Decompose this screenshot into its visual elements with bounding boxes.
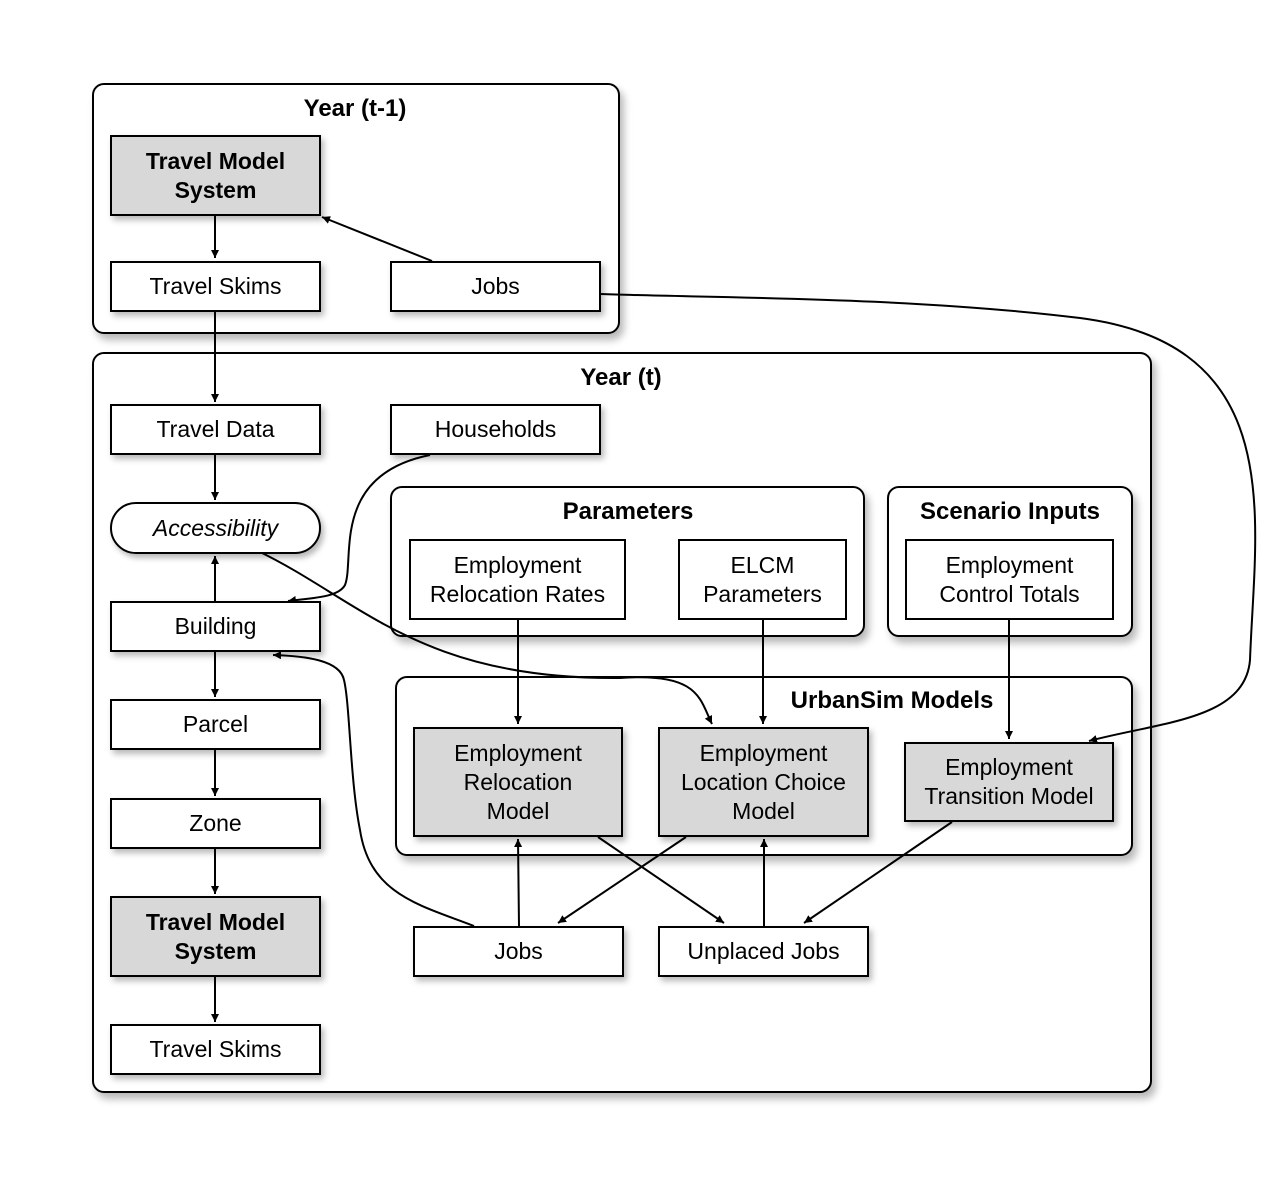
jobs-box: Jobs — [413, 926, 624, 977]
building-box: Building — [110, 601, 321, 652]
scenario-inputs-title: Scenario Inputs — [919, 498, 1101, 525]
households-box: Households — [390, 404, 601, 455]
elcm-parameters-box: ELCM Parameters — [678, 539, 847, 620]
year-t-minus-1-title: Year (t-1) — [303, 95, 407, 122]
employment-transition-model-box: Employment Transition Model — [904, 742, 1114, 822]
parcel-box: Parcel — [110, 699, 321, 750]
zone-box: Zone — [110, 798, 321, 849]
unplaced-jobs-box: Unplaced Jobs — [658, 926, 869, 977]
accessibility-node: Accessibility — [110, 502, 321, 554]
urbansim-models-title: UrbanSim Models — [790, 687, 994, 714]
travel-data-box: Travel Data — [110, 404, 321, 455]
travel-model-system-prev-box: Travel Model System — [110, 135, 321, 216]
employment-relocation-model-box: Employment Relocation Model — [413, 727, 623, 837]
employment-control-totals-box: Employment Control Totals — [905, 539, 1114, 620]
travel-model-system-box: Travel Model System — [110, 896, 321, 977]
travel-skims-box: Travel Skims — [110, 1024, 321, 1075]
year-t-title: Year (t) — [580, 364, 662, 391]
employment-location-choice-model-box: Employment Location Choice Model — [658, 727, 869, 837]
jobs-prev-box: Jobs — [390, 261, 601, 312]
travel-skims-prev-box: Travel Skims — [110, 261, 321, 312]
parameters-title: Parameters — [562, 498, 694, 525]
employment-relocation-rates-box: Employment Relocation Rates — [409, 539, 626, 620]
